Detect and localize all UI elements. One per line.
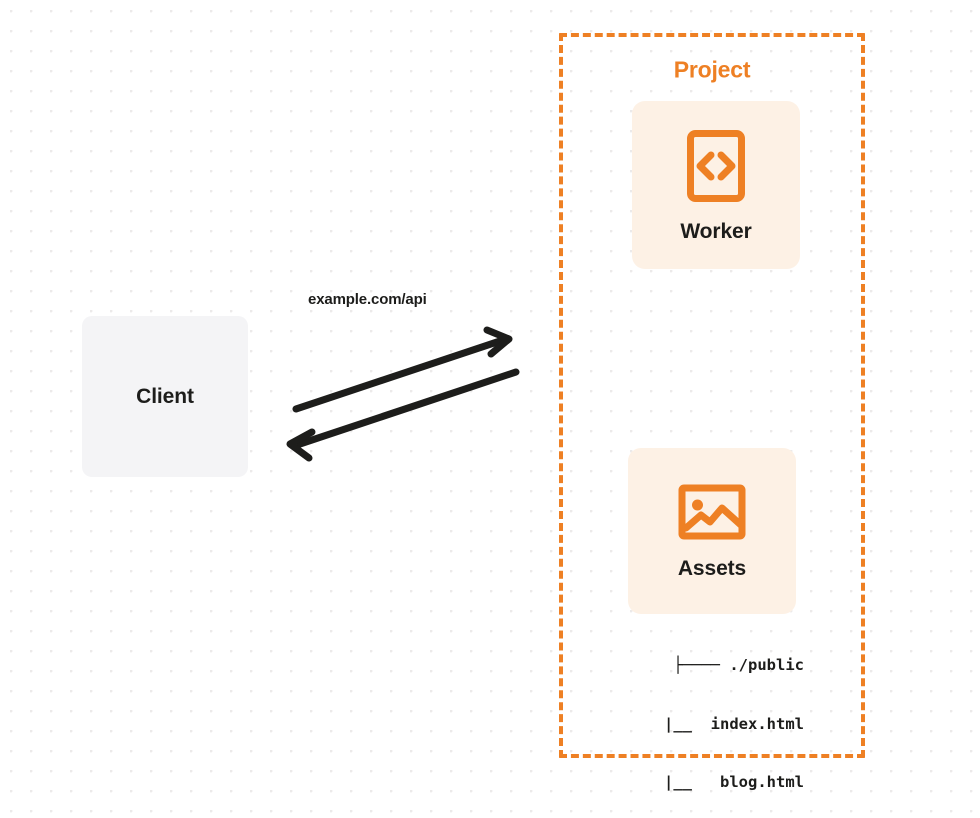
response-arrow bbox=[286, 368, 520, 462]
assets-tile[interactable]: Assets bbox=[628, 448, 796, 614]
project-group: Project bbox=[559, 33, 865, 758]
request-arrow bbox=[292, 326, 513, 413]
client-node[interactable]: Client bbox=[82, 316, 248, 477]
file-tree-row: |__ blog.html bbox=[626, 773, 804, 791]
worker-tile[interactable]: Worker bbox=[632, 101, 800, 269]
worker-tile-label: Worker bbox=[680, 219, 752, 243]
assets-tile-label: Assets bbox=[677, 556, 747, 580]
project-group-label: Project bbox=[666, 58, 758, 82]
connection-label: example.com/api bbox=[308, 291, 427, 308]
client-node-label: Client bbox=[136, 384, 194, 408]
code-brackets-icon bbox=[686, 129, 746, 208]
file-tree-row: |__ index.html bbox=[626, 714, 804, 733]
file-tree-row: ├──── ./public bbox=[673, 656, 804, 674]
assets-file-tree: ├──── ./public |__ index.html |__ blog.h… bbox=[600, 617, 804, 818]
image-icon bbox=[678, 484, 746, 545]
